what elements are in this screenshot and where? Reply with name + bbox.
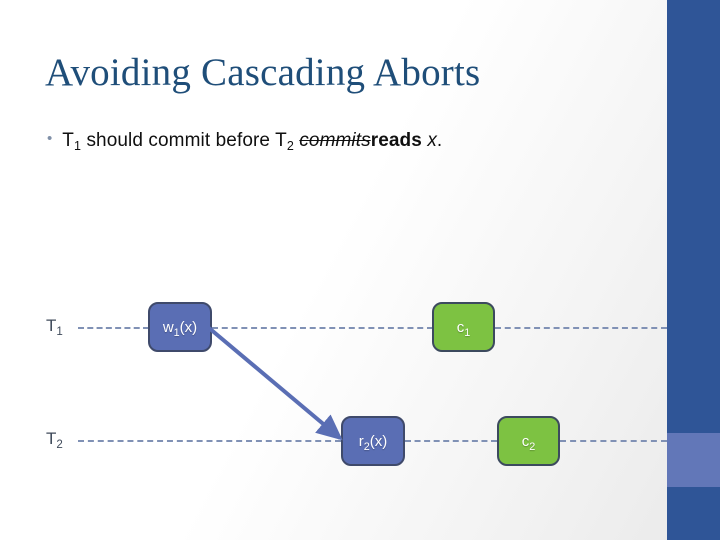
op-box-r2x[interactable]: r2(x) (341, 416, 405, 466)
timeline-label-t2-sub: 2 (56, 439, 63, 451)
timeline-t1-segment-3 (495, 327, 667, 329)
bullet-text: T1 should commit before T2 commitsreads … (62, 130, 443, 153)
timeline-label-t1-sub: 1 (56, 326, 63, 338)
bullet-list-item: • T1 should commit before T2 commitsread… (47, 130, 443, 153)
timeline-label-t2: T2 (46, 429, 63, 451)
timeline-label-t1-text: T (46, 316, 57, 335)
op-box-w1x-sub: 1 (173, 326, 180, 339)
bullet-mid: should commit before T (81, 130, 287, 151)
op-box-w1x-op: w (162, 318, 174, 336)
op-box-c2-sub: 2 (529, 440, 536, 453)
op-box-r2x-op: r (358, 432, 364, 450)
op-box-c1-op: c (456, 318, 465, 336)
op-box-w1x[interactable]: w1(x) (148, 302, 212, 352)
op-box-r2x-sub: 2 (363, 440, 370, 453)
op-box-c2[interactable]: c2 (497, 416, 560, 466)
timeline-t2-segment-1 (78, 440, 341, 442)
bullet-period: . (436, 130, 443, 151)
timeline-t1-segment-2 (212, 327, 433, 329)
timeline-t2-segment-2 (405, 440, 497, 442)
bullet-t2-sub: 2 (286, 139, 294, 153)
op-box-r2x-arg: (x) (369, 432, 388, 450)
op-box-c1-sub: 1 (464, 326, 471, 339)
op-box-c1[interactable]: c1 (432, 302, 495, 352)
op-box-w1x-arg: (x) (179, 318, 198, 336)
page-title: Avoiding Cascading Aborts (45, 51, 481, 94)
bullet-t1-sub: 1 (73, 139, 82, 153)
op-box-c2-op: c (521, 432, 530, 450)
bullet-variable: x (427, 130, 437, 151)
timeline-t2-segment-3 (560, 440, 667, 442)
bullet-struck-word: commits (299, 130, 371, 151)
bullet-t1: T (62, 130, 74, 151)
timeline-label-t1: T1 (46, 316, 63, 338)
accent-band-light (667, 433, 720, 487)
bullet-bold-word: reads (370, 130, 422, 151)
timeline-label-t2-text: T (46, 429, 57, 448)
timeline-t1-segment-1 (78, 327, 149, 329)
bullet-marker-icon: • (47, 130, 53, 147)
